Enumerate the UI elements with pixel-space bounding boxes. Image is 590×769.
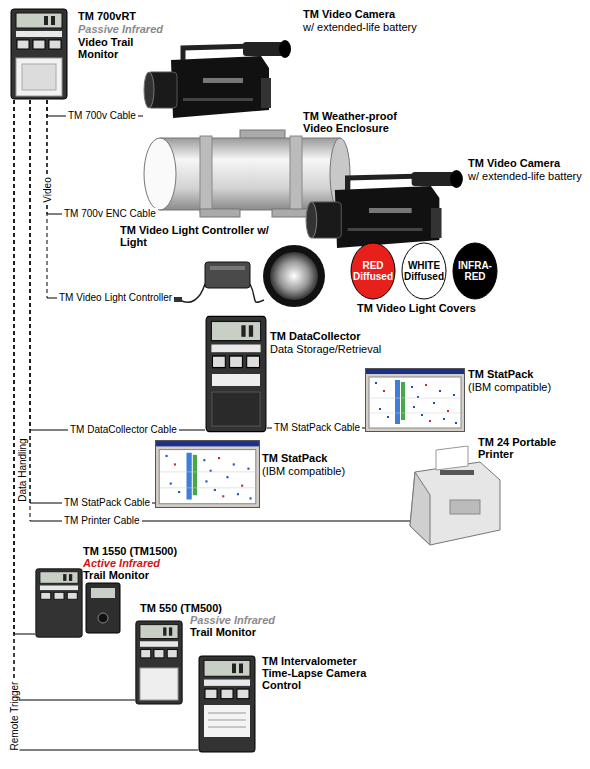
product-name: TM 700vRT bbox=[78, 10, 188, 22]
product-note: w/ extended-life battery bbox=[303, 21, 463, 33]
statpack-software: TM StatPack(IBM compatible) bbox=[365, 368, 465, 432]
cable-connector bbox=[14, 100, 35, 634]
video-camera: TM Video Cameraw/ extended-life battery bbox=[143, 38, 293, 120]
video-camera: TM Video Cameraw/ extended-life battery bbox=[305, 168, 465, 250]
light-cover: RED Diffused bbox=[350, 242, 396, 300]
product-note: (IBM compatible) bbox=[262, 465, 372, 477]
cable-label: TM Video Light Controller bbox=[57, 292, 174, 303]
product-name: TM 550 (TM500) bbox=[140, 602, 260, 614]
product-note: Passive Infrared bbox=[190, 614, 300, 626]
product-note: (IBM compatible) bbox=[468, 381, 578, 393]
trail-monitor: TM 700vRTPassive InfraredVideo Trail Mon… bbox=[10, 8, 68, 100]
product-name: TM StatPack bbox=[262, 452, 372, 464]
cable-connector bbox=[30, 100, 205, 430]
cover-shape bbox=[402, 243, 446, 299]
cable-label: TM 700v Cable bbox=[66, 110, 138, 121]
statpack-software: TM StatPack(IBM compatible) bbox=[155, 440, 260, 508]
cable-trunk bbox=[30, 100, 31, 503]
group-label: TM Video Light Covers bbox=[357, 302, 476, 314]
cable-line bbox=[14, 750, 198, 751]
cable-label: TM Printer Cable bbox=[62, 515, 142, 526]
trail-monitor: TM 550 (TM500)Passive InfraredTrail Moni… bbox=[135, 620, 183, 705]
cable-connector bbox=[47, 100, 140, 214]
product-name: TM 24 Portable Printer bbox=[478, 436, 573, 460]
cable-connector bbox=[30, 100, 410, 521]
cable-line bbox=[14, 700, 135, 701]
product-name: TM Video Camera bbox=[468, 157, 588, 169]
cable-connector bbox=[47, 100, 175, 298]
cable-trunk bbox=[30, 100, 31, 521]
product-name: TM DataCollector bbox=[270, 330, 390, 342]
product-note: w/ extended-life battery bbox=[468, 170, 590, 182]
cable-label: TM DataCollector Cable bbox=[68, 424, 179, 435]
cable-trunk bbox=[14, 100, 15, 750]
cover-shape bbox=[351, 243, 395, 299]
light-cover: WHITE Diffused bbox=[401, 242, 447, 300]
intervalometer: TM Intervalometer Time-Lapse Camera Cont… bbox=[198, 655, 256, 753]
cable-connector bbox=[14, 100, 135, 700]
light-controller: TM Video Light Controller w/ Light bbox=[175, 245, 330, 315]
cable-trunk bbox=[14, 100, 15, 700]
product-note: Data Storage/Retrieval bbox=[270, 343, 400, 355]
data-collector: TM DataCollectorData Storage/Retrieval bbox=[205, 315, 267, 433]
cable-connector bbox=[14, 100, 198, 750]
product-name: TM StatPack bbox=[468, 368, 578, 380]
cover-label: RED Diffused bbox=[350, 242, 396, 300]
cable-label: TM StatPack Cable bbox=[272, 422, 362, 433]
product-note: Trail Monitor bbox=[83, 569, 203, 581]
bus-label: Video bbox=[42, 175, 53, 204]
cable-line bbox=[14, 634, 35, 635]
cable-label: TM 700v ENC Cable bbox=[62, 208, 158, 219]
product-name: TM Weather-proof Video Enclosure bbox=[303, 110, 413, 134]
product-note: Video Trail Monitor bbox=[78, 36, 158, 60]
product-name: TM 1550 (TM1500) bbox=[83, 545, 213, 557]
cover-shape bbox=[453, 243, 497, 299]
cable-label: TM StatPack Cable bbox=[62, 497, 152, 508]
product-name: TM Video Light Controller w/ Light bbox=[120, 224, 270, 248]
video-enclosure: TM Weather-proof Video Enclosure bbox=[140, 118, 350, 218]
bus-label: Remote Trigger bbox=[9, 680, 20, 753]
product-note: Trail Monitor bbox=[190, 626, 290, 638]
cover-label: WHITE Diffused bbox=[401, 242, 447, 300]
portable-printer: TM 24 Portable Printer bbox=[410, 458, 500, 545]
product-name: TM Intervalometer Time-Lapse Camera Cont… bbox=[262, 655, 372, 691]
cover-label: INFRA-RED bbox=[452, 242, 498, 300]
product-name: TM Video Camera bbox=[303, 8, 453, 20]
light-cover: INFRA-RED bbox=[452, 242, 498, 300]
bus-label: Data Handling bbox=[17, 436, 28, 503]
product-note: Active Infrared bbox=[83, 557, 203, 569]
trail-monitor: TM 1550 (TM1500)Active InfraredTrail Mon… bbox=[35, 568, 120, 638]
product-note: Passive Infrared bbox=[78, 23, 188, 35]
